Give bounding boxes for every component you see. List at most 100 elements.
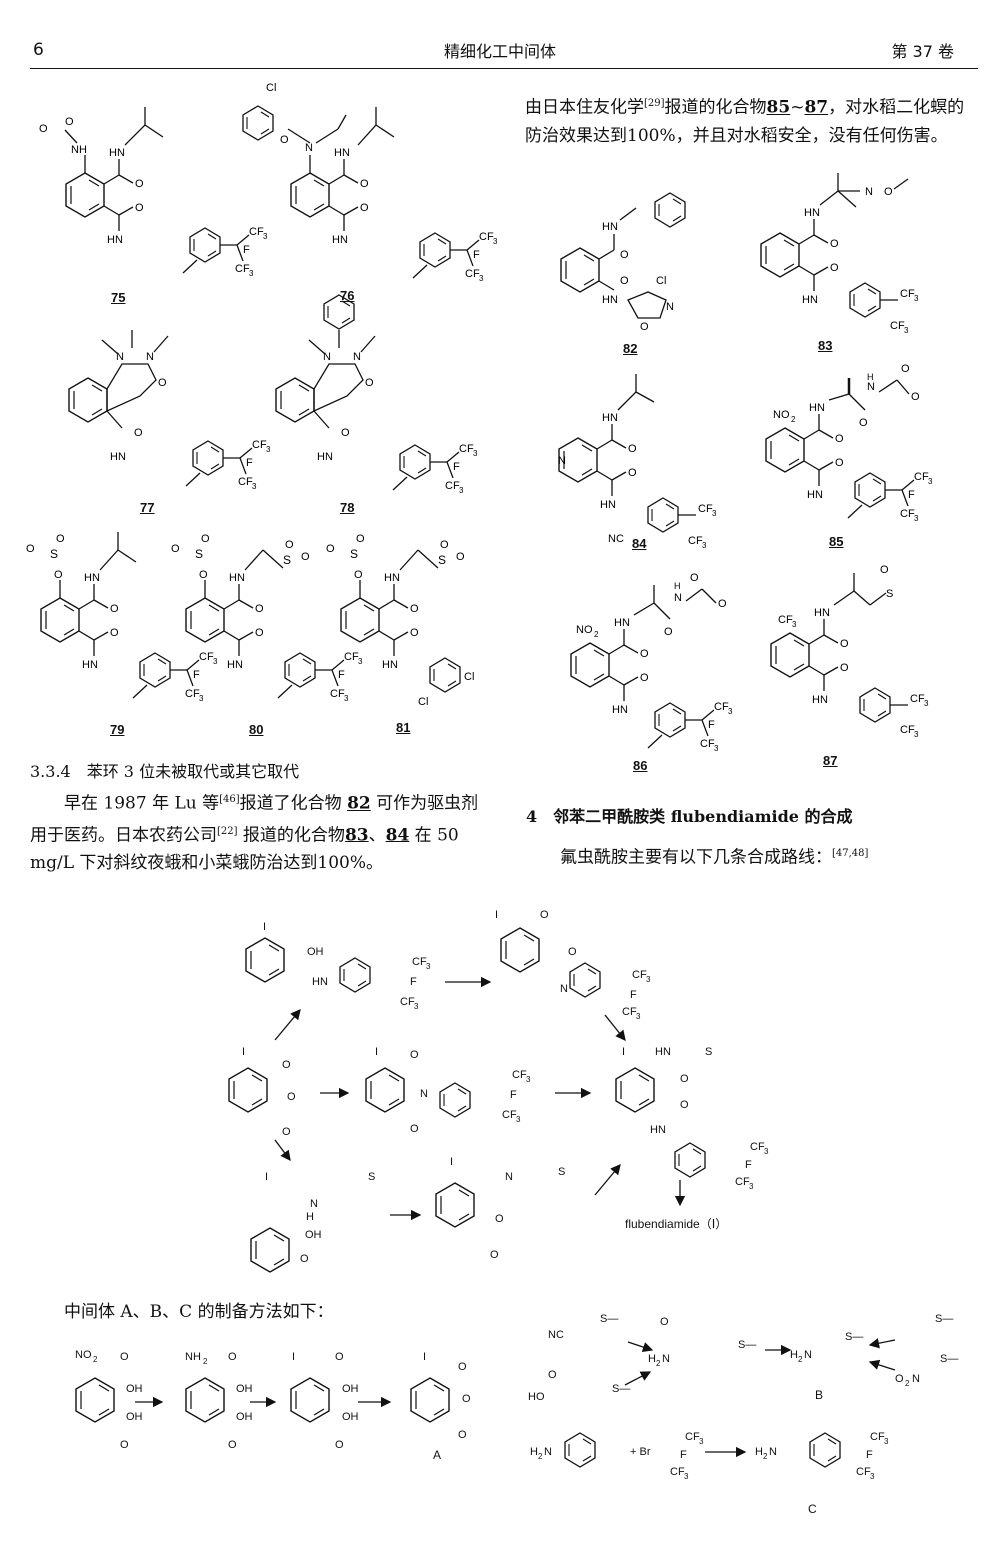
svg-text:N: N <box>353 351 361 363</box>
compound-ref: 87 <box>804 97 829 118</box>
svg-text:S: S <box>50 547 58 561</box>
svg-text:O: O <box>901 363 910 375</box>
svg-text:CF: CF <box>670 1466 685 1478</box>
svg-text:F: F <box>680 1449 687 1461</box>
compound-75: NH O O <box>39 107 268 278</box>
svg-text:2: 2 <box>791 415 796 424</box>
svg-text:NH: NH <box>185 1351 201 1363</box>
svg-text:O: O <box>410 1123 419 1135</box>
svg-text:I: I <box>265 1171 268 1183</box>
svg-text:CF: CF <box>698 503 713 515</box>
svg-text:3: 3 <box>684 1472 689 1481</box>
svg-text:3: 3 <box>749 1182 754 1191</box>
svg-text:I: I <box>622 1046 625 1058</box>
svg-text:O: O <box>354 569 363 581</box>
svg-text:F: F <box>510 1089 517 1101</box>
compound-ref: 84 <box>385 825 410 846</box>
svg-text:O: O <box>495 1213 504 1225</box>
svg-text:S: S <box>438 553 446 567</box>
svg-text:O: O <box>410 1049 419 1061</box>
paragraph-compounds-85-87: 由日本住友化学[29]报道的化合物85~87，对水稻二化螟的防治效果达到100%… <box>525 90 980 150</box>
svg-text:S: S <box>350 547 358 561</box>
svg-text:CF: CF <box>622 1006 637 1018</box>
svg-text:CF: CF <box>735 1176 750 1188</box>
svg-text:N: N <box>804 1349 812 1361</box>
svg-text:Cl: Cl <box>418 696 428 708</box>
svg-text:S: S <box>886 588 893 600</box>
text: 可作为驱虫剂用于医药。日本农药公司 <box>30 793 479 846</box>
svg-text:CF: CF <box>870 1431 885 1443</box>
svg-text:O: O <box>228 1439 237 1451</box>
svg-text:S: S <box>195 547 203 561</box>
svg-text:3: 3 <box>914 730 919 739</box>
svg-text:N: N <box>560 983 568 995</box>
compound-ref: 85 <box>766 97 791 118</box>
svg-text:F: F <box>630 989 637 1001</box>
svg-text:HN: HN <box>650 1124 666 1136</box>
compound-76: N O Cl <box>242 82 498 283</box>
svg-text:CF: CF <box>900 288 915 300</box>
svg-text:N: N <box>305 142 313 154</box>
svg-text:O: O <box>282 1126 291 1138</box>
svg-text:2: 2 <box>538 1452 543 1461</box>
svg-text:Cl: Cl <box>464 671 474 683</box>
svg-text:S—: S— <box>600 1313 618 1325</box>
svg-text:I: I <box>495 909 498 921</box>
svg-text:S: S <box>558 1166 565 1178</box>
svg-text:O: O <box>158 377 167 389</box>
paragraph-section-334: 早在 1987 年 Lu 等[46]报道了化合物 82 可作为驱虫剂用于医药。日… <box>30 786 488 877</box>
svg-text:N: N <box>662 1353 670 1365</box>
citation: [47,48] <box>832 848 869 859</box>
svg-text:OH: OH <box>126 1383 143 1395</box>
svg-text:3: 3 <box>516 1115 521 1124</box>
text: 早在 1987 年 Lu 等 <box>64 793 220 814</box>
page-header: 6 精细化工中间体 第 37 卷 <box>0 0 1000 70</box>
svg-text:2: 2 <box>905 1379 910 1388</box>
text: 在 50 mg/L 下对斜纹夜蛾和小菜蛾防治达到100%。 <box>30 825 459 874</box>
svg-text:CF: CF <box>890 320 905 332</box>
paragraph-section-4: 氟虫酰胺主要有以下几条合成路线：[47,48] <box>526 840 981 872</box>
citation: [22] <box>217 825 238 837</box>
page-number: 6 <box>33 40 44 60</box>
svg-text:3: 3 <box>914 294 919 303</box>
svg-text:O: O <box>120 1439 129 1451</box>
svg-text:2: 2 <box>594 630 599 639</box>
svg-text:O: O <box>660 1316 669 1328</box>
svg-text:HN: HN <box>110 451 126 463</box>
svg-text:O: O <box>228 1351 237 1363</box>
svg-text:3: 3 <box>414 1002 419 1011</box>
svg-text:I: I <box>375 1046 378 1058</box>
svg-text:O: O <box>548 1369 557 1381</box>
svg-text:F: F <box>745 1159 752 1171</box>
svg-text:OH: OH <box>342 1383 359 1395</box>
svg-text:O: O <box>880 564 889 576</box>
svg-text:O: O <box>895 1373 904 1385</box>
svg-text:N: N <box>116 351 124 363</box>
svg-text:O: O <box>287 1091 296 1103</box>
svg-text:H: H <box>867 372 874 382</box>
svg-text:HN: HN <box>655 1046 671 1058</box>
svg-text:H: H <box>755 1446 763 1458</box>
svg-text:CF: CF <box>778 614 793 626</box>
svg-text:H: H <box>648 1353 656 1365</box>
svg-text:OH: OH <box>236 1411 253 1423</box>
text: 报道的化合物 <box>664 97 767 118</box>
svg-text:O: O <box>65 116 74 128</box>
svg-text:3: 3 <box>904 326 909 335</box>
svg-text:I: I <box>263 921 266 933</box>
svg-text:N: N <box>310 1198 318 1210</box>
svg-text:O: O <box>341 427 350 439</box>
intermediates-caption: 中间体 A、B、C 的制备方法如下： <box>64 1302 334 1322</box>
svg-text:Cl: Cl <box>266 82 276 94</box>
svg-text:NC: NC <box>548 1329 564 1341</box>
svg-text:O: O <box>458 1429 467 1441</box>
section-heading-4: 4 邻苯二甲酰胺类 flubendiamide 的合成 <box>526 807 853 826</box>
svg-text:O: O <box>282 1059 291 1071</box>
citation: [46] <box>219 794 240 805</box>
svg-text:3: 3 <box>764 1147 769 1156</box>
svg-text:N: N <box>769 1446 777 1458</box>
